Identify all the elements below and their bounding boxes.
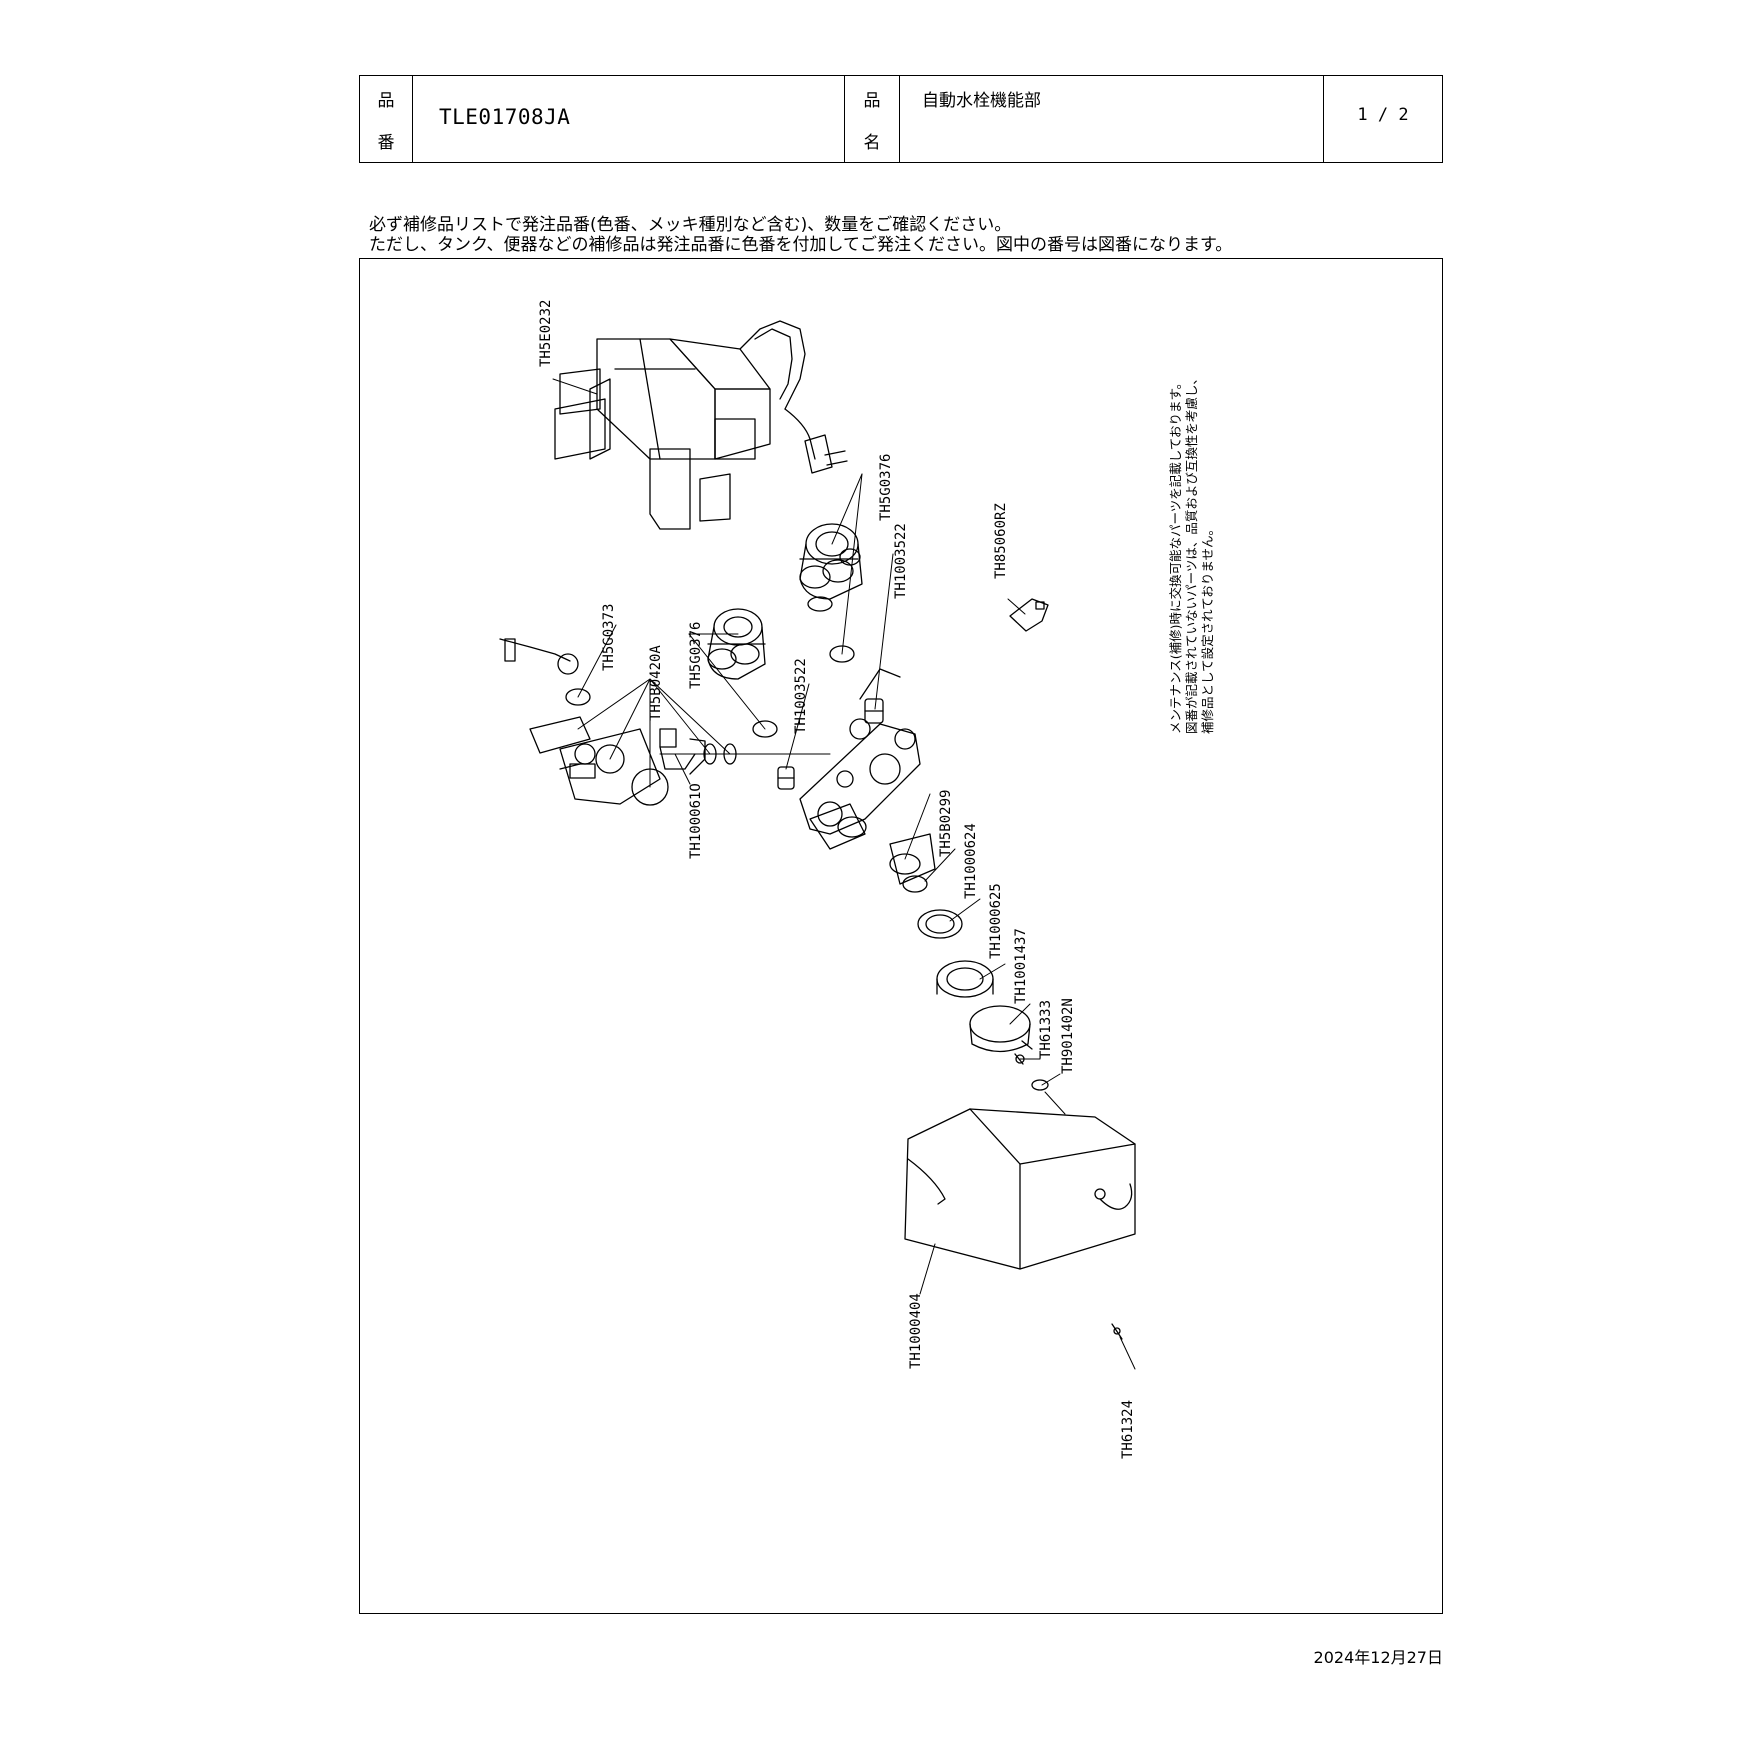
exploded-parts-diagram: TH5E0232 TH5G0376 TH1003522 TH85060RZ TH… (359, 258, 1443, 1614)
nut-lower-drawing (936, 960, 994, 998)
key-drawing (1009, 598, 1049, 632)
page-number-cell: 1 / 2 (1324, 76, 1442, 162)
label-th1000404: TH1000404 (908, 1293, 924, 1369)
hinmei-label-bottom: 名 (863, 133, 881, 153)
label-th5b0420a: TH5B0420A (648, 645, 664, 721)
cover-axis-line (1044, 1091, 1066, 1115)
label-th1003522-upper: TH1003522 (893, 523, 909, 599)
cover-box-drawing (904, 1108, 1136, 1270)
product-code: TLE01708JA (439, 105, 571, 129)
maintenance-note-line-1: メンテナンス(補修)時に交換可能なパーツを記載しております。 (1168, 377, 1183, 734)
label-th1000624: TH1000624 (963, 823, 979, 899)
label-th5b0299: TH5B0299 (938, 790, 954, 857)
o-ring-upper-drawing (829, 645, 855, 663)
product-name-cell: 自動水栓機能部 (900, 76, 1324, 162)
label-th5g0376-lower: TH5G0376 (688, 622, 704, 689)
maintenance-note-line-3: 補修品として設定されておりません。 (1200, 523, 1215, 734)
label-th1001437: TH1001437 (1013, 928, 1029, 1004)
supply-line-drawing (859, 668, 901, 700)
diagram-canvas: TH5E0232 TH5G0376 TH1003522 TH85060RZ TH… (499, 300, 1215, 1459)
label-th5e0232: TH5E0232 (538, 300, 554, 367)
label-th100061o: TH100061O (688, 783, 704, 859)
label-th901402n: TH901402N (1060, 998, 1076, 1074)
cover-screw-drawing (1111, 1323, 1123, 1340)
valve-unit-lower-drawing (707, 608, 766, 680)
cartridge-drawing (889, 833, 936, 893)
manifold-body-drawing (799, 718, 921, 850)
controller-unit-drawing (554, 320, 848, 530)
label-th1000625: TH1000625 (988, 883, 1004, 959)
hinban-label-cell: 品 番 (360, 76, 413, 162)
valve-unit-upper-drawing (799, 523, 863, 612)
label-th85060rz: TH85060RZ (993, 503, 1009, 579)
hinmei-label-cell: 品 名 (845, 76, 900, 162)
hinmei-label-top: 品 (863, 91, 881, 111)
product-code-cell: TLE01708JA (413, 76, 845, 162)
fitting-lower-drawing (777, 766, 795, 790)
order-note-line-1: 必ず補修品リストで発注品番(色番、メッキ種別など含む)、数量をご確認ください。 (369, 215, 1012, 235)
bracket-drawing (659, 728, 696, 770)
order-note-line-2: ただし、タンク、便器などの補修品は発注品番に色番を付加してご発注ください。図中の… (369, 235, 1233, 255)
nut-upper-drawing (917, 909, 963, 939)
o-ring-lower-drawing (752, 720, 778, 738)
leader-lines (552, 378, 1136, 1370)
label-th5g0373: TH5G0373 (601, 604, 617, 671)
page-number: 1 / 2 (1357, 105, 1409, 125)
fitting-upper-drawing (864, 698, 884, 724)
title-block-table: 品 番 TLE01708JA 品 名 自動水栓機能部 1 / 2 (359, 75, 1443, 163)
issue-date: 2024年12月27日 (1313, 1648, 1443, 1667)
hinban-label-bottom: 番 (377, 133, 395, 153)
label-th1003522-lower: TH1003522 (793, 658, 809, 734)
washer-drawing (1031, 1079, 1049, 1091)
label-th5g0376-upper: TH5G0376 (878, 454, 894, 521)
label-th61333: TH61333 (1038, 1000, 1054, 1059)
label-th61324: TH61324 (1120, 1400, 1136, 1459)
maintenance-note-line-2: 図番が記載されていないパーツは、品質および互換性を考慮し、 (1184, 372, 1199, 734)
cap-drawing (969, 1005, 1033, 1053)
hinban-label-top: 品 (377, 91, 395, 111)
product-name: 自動水栓機能部 (922, 91, 1041, 111)
